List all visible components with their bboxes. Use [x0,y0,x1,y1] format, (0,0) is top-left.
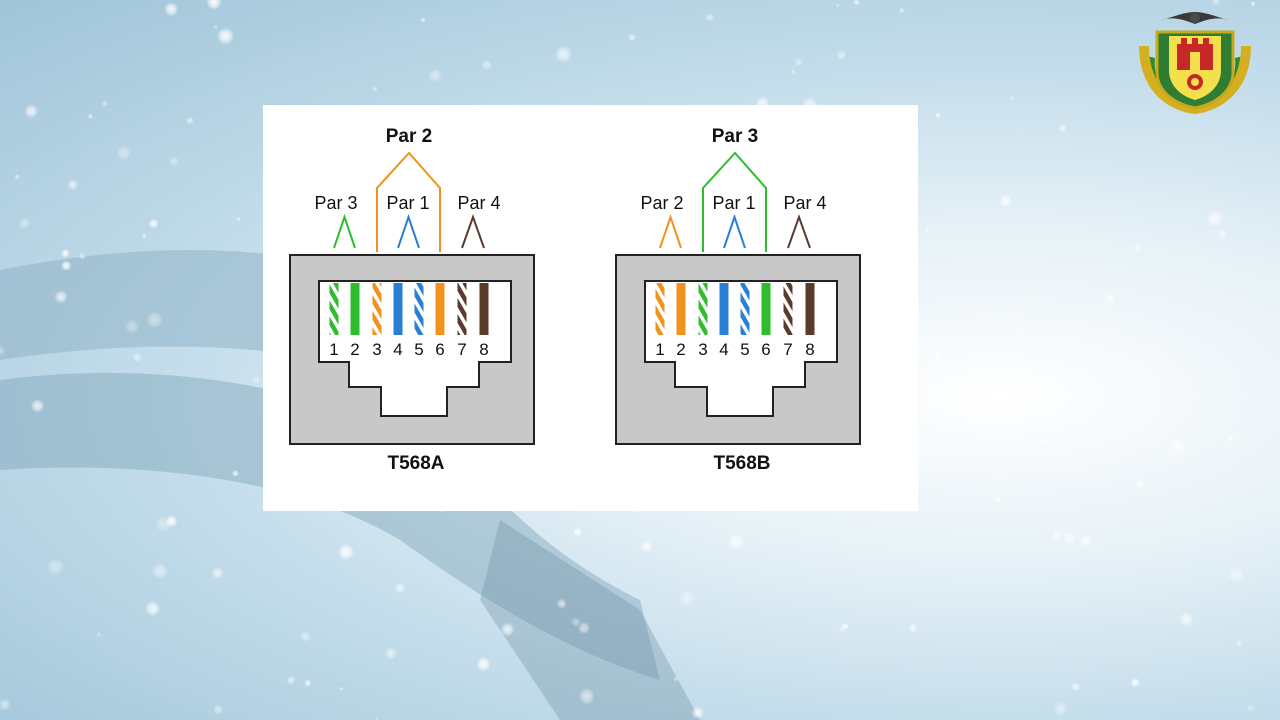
wire-pin-2 [676,283,686,335]
pair-label-par-3: Par 3 [314,193,357,213]
wire-pin-4 [393,283,403,335]
wire-stripe-pin-7 [457,283,467,335]
standard-label-t568a: T568A [387,453,444,474]
pair-line-par-4 [787,214,811,249]
pair-label-par-1: Par 1 [386,193,429,213]
university-crest-icon [1139,12,1251,114]
wire-stripe-pin-3 [372,283,382,335]
pair-label-par-3: Par 3 [712,126,758,147]
wire-pin-4 [719,283,729,335]
pin-number: 5 [740,340,749,359]
pin-number: 6 [435,340,444,359]
pin-number: 6 [761,340,770,359]
pair-line-par-2 [659,213,682,249]
pin-number: 1 [329,340,338,359]
pin-number: 3 [372,340,381,359]
wire-pin-8 [805,283,815,335]
pair-line-par-3 [702,151,767,252]
pair-line-par-3 [333,213,356,249]
wire-stripe-pin-3 [698,283,708,335]
pin-number: 3 [698,340,707,359]
standard-label-t568b: T568B [713,453,770,474]
wire-pin-8 [479,283,489,335]
wire-stripe-pin-1 [329,283,339,335]
pin-number: 7 [783,340,792,359]
pin-number: 5 [414,340,423,359]
pin-number: 7 [457,340,466,359]
pin-number: 4 [393,340,402,359]
pair-label-par-4: Par 4 [783,193,826,213]
wire-stripe-pin-5 [414,283,424,335]
pair-line-par-1 [723,213,746,249]
pair-label-par-2: Par 2 [640,193,683,213]
pin-number: 8 [805,340,814,359]
pair-line-par-2 [376,151,441,252]
pair-line-par-1 [397,213,420,249]
pair-label-par-4: Par 4 [457,193,500,213]
wire-pin-6 [761,283,771,335]
pair-label-par-1: Par 1 [712,193,755,213]
pair-line-par-4 [461,214,485,249]
pin-number: 1 [655,340,664,359]
pin-number: 2 [350,340,359,359]
pin-number: 8 [479,340,488,359]
wire-stripe-pin-7 [783,283,793,335]
pair-label-par-2: Par 2 [386,126,432,147]
wire-stripe-pin-5 [740,283,750,335]
wire-stripe-pin-1 [655,283,665,335]
pin-number: 4 [719,340,728,359]
wire-pin-2 [350,283,360,335]
wire-pin-6 [435,283,445,335]
pin-number: 2 [676,340,685,359]
